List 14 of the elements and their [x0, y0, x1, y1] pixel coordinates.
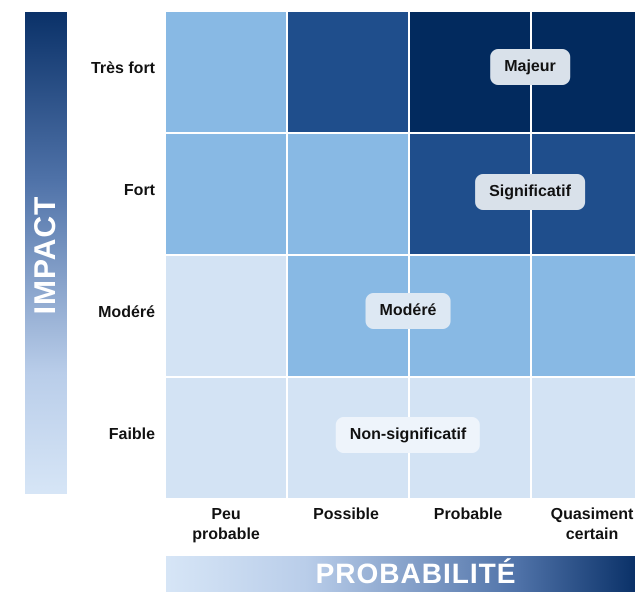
axis-title: PROBABILITÉ [316, 558, 516, 590]
column-label: Probable [432, 505, 504, 525]
row-label: Fort [122, 182, 155, 200]
row-label: Modéré [97, 304, 155, 322]
risk-level-badge: Significatif [475, 174, 585, 210]
risk-level-badge: Non-significatif [336, 417, 480, 453]
column-label: Quasiment certain [550, 505, 634, 545]
axis-title: IMPACT [29, 196, 63, 314]
column-label: Peu probable [191, 505, 261, 545]
row-label: Faible [108, 426, 155, 444]
row-label: Très fort [90, 60, 155, 78]
risk-level-badge: Modéré [366, 293, 450, 329]
column-label: Possible [312, 505, 380, 525]
risk-level-badge: Majeur [490, 49, 570, 85]
